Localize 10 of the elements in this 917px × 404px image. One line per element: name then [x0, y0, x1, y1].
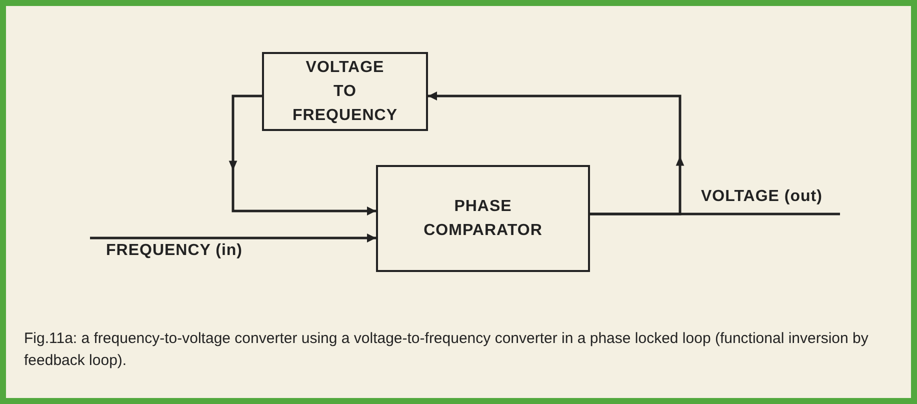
process-box — [376, 165, 590, 272]
edge-label: FREQUENCY (in) — [106, 242, 242, 260]
arrow — [228, 94, 376, 216]
box-label: PHASE COMPARATOR — [422, 196, 544, 240]
edge-label: VOLTAGE (out) — [701, 188, 822, 206]
arrow — [90, 234, 376, 242]
arrow — [428, 92, 684, 216]
caption: Fig.11a: a frequency-to-voltage converter using a voltage-to-frequency converter in a phase locked loop (functional inversion by feedback loop). — [24, 329, 870, 371]
process-box — [262, 52, 428, 131]
box-label: VOLTAGE TO FREQUENCY — [292, 58, 398, 126]
